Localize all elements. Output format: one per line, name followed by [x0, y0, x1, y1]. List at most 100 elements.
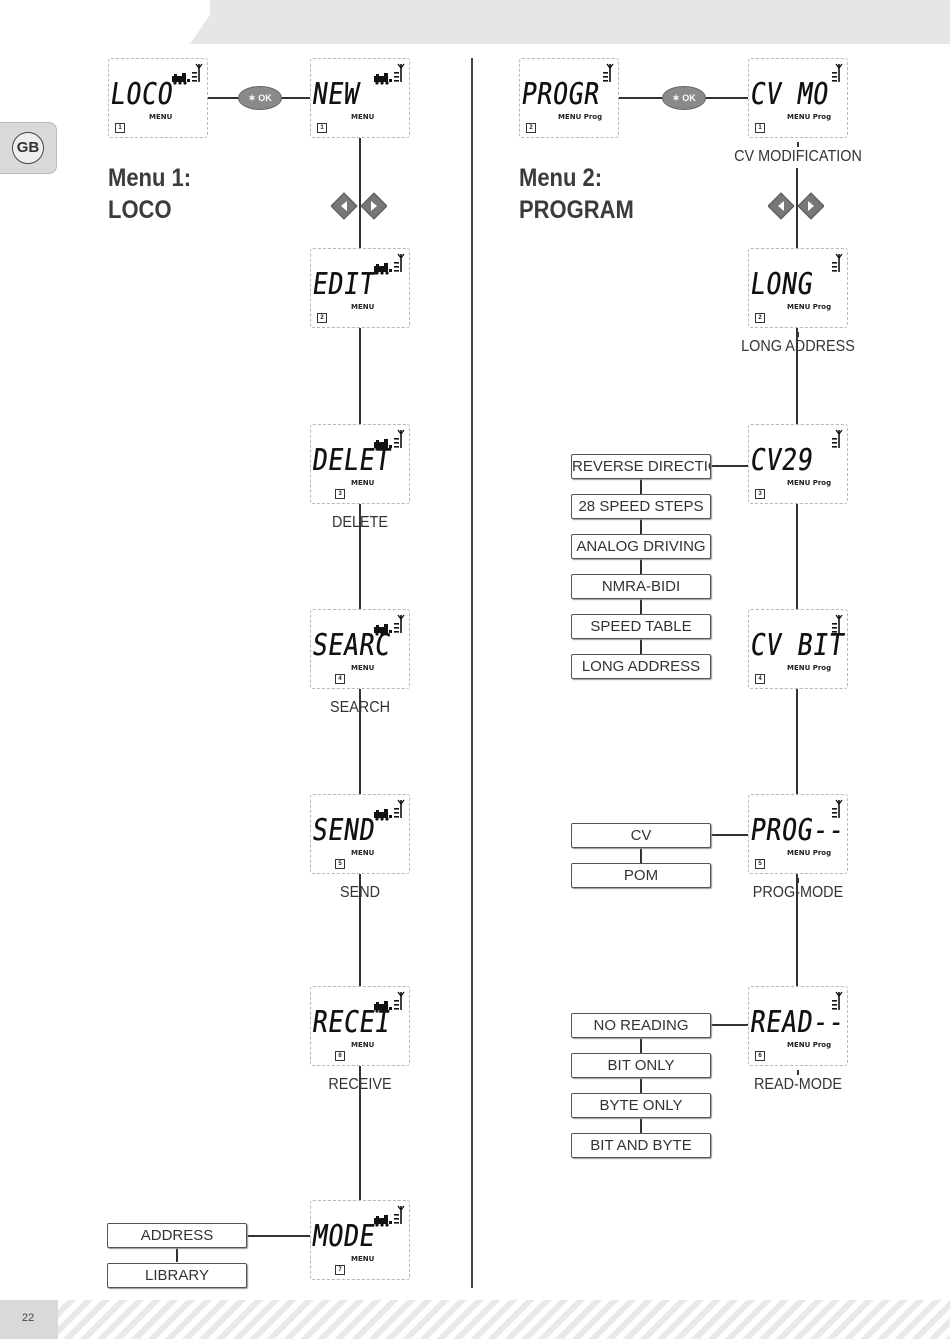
read-mode-option: BYTE ONLY [571, 1093, 711, 1118]
caption-tick [359, 693, 361, 698]
cv29-option: NMRA-BIDI [571, 574, 711, 599]
lcd-menu-label: MENU [351, 664, 375, 672]
locomotive-icon [172, 73, 190, 85]
signal-antenna-icon [394, 799, 405, 818]
menu1-title: Menu 1: LOCO [108, 162, 191, 226]
read-mode-option: BIT AND BYTE [571, 1133, 711, 1158]
prog-mode-option: CV [571, 823, 711, 848]
locomotive-icon [374, 1215, 392, 1227]
signal-antenna-icon [832, 614, 843, 633]
screen-caption: SEARCH [329, 699, 391, 716]
lcd-menu-number: 1 [317, 123, 327, 133]
signal-antenna-icon [832, 63, 843, 82]
ok-button-menu2[interactable]: ✶ OK [662, 86, 706, 110]
connector-prog-options [710, 834, 748, 836]
left-right-arrows-icon [331, 192, 387, 220]
footer-stripes [0, 1300, 950, 1339]
signal-antenna-icon [832, 991, 843, 1010]
lcd-menu-label: MENU Prog [787, 113, 832, 121]
signal-antenna-icon [394, 253, 405, 272]
lcd-menu-label: MENU [351, 303, 375, 311]
locomotive-icon [374, 1001, 392, 1013]
lcd-menu-label: MENU [351, 849, 375, 857]
menu1-title-line1: Menu 1: [108, 164, 192, 192]
signal-antenna-icon [603, 63, 614, 82]
cv29-option: 28 SPEED STEPS [571, 494, 711, 519]
column-divider [471, 58, 473, 1288]
lcd-menu-label: MENU Prog [558, 113, 603, 121]
caption-tick [359, 1070, 361, 1075]
caption-tick [797, 332, 799, 337]
lcd-menu-label: MENU Prog [787, 303, 832, 311]
menu1-title-line2: LOCO [108, 196, 172, 224]
connector-read-options [710, 1024, 748, 1026]
read-mode-option: NO READING [571, 1013, 711, 1038]
lcd-display-text: CV BIT [748, 628, 847, 663]
lcd-menu-number: 3 [755, 489, 765, 499]
lcd-menu-label: MENU Prog [787, 479, 832, 487]
caption-tick [797, 1070, 799, 1075]
signal-antenna-icon [192, 63, 203, 82]
locomotive-icon [374, 439, 392, 451]
screen-caption: CV MODIFICATION [734, 148, 862, 165]
signal-antenna-icon [394, 991, 405, 1010]
prog-mode-option: POM [571, 863, 711, 888]
cv29-option: SPEED TABLE [571, 614, 711, 639]
lcd-menu-label: MENU [351, 1041, 375, 1049]
lcd-display-text: PROG-- [748, 813, 847, 848]
page-number: 22 [22, 1312, 35, 1324]
caption-tick [359, 508, 361, 513]
connector-address-library [176, 1248, 178, 1262]
lcd-menu-number: 7 [335, 1265, 345, 1275]
lcd-display-text: PROGR [519, 77, 603, 112]
lcd-menu-number: 2 [317, 313, 327, 323]
option-library: LIBRARY [107, 1263, 247, 1288]
connector-cv29-options [710, 465, 748, 467]
lcd-display-text: CV MO [748, 77, 832, 112]
lcd-display-text: LONG [748, 267, 816, 302]
cv29-option: LONG ADDRESS [571, 654, 711, 679]
lcd-menu-number: 5 [335, 859, 345, 869]
signal-antenna-icon [832, 799, 843, 818]
lcd-menu-number: 3 [335, 489, 345, 499]
cv29-option: REVERSE DIRECTION [571, 454, 711, 479]
signal-antenna-icon [394, 429, 405, 448]
locomotive-icon [374, 624, 392, 636]
cv29-option: ANALOG DRIVING [571, 534, 711, 559]
option-address: ADDRESS [107, 1223, 247, 1248]
lcd-display-text: NEW [310, 77, 362, 112]
menu2-title-line2: PROGRAM [519, 196, 634, 224]
lcd-display-text: DELET [310, 443, 394, 478]
lcd-display-text: CV29 [748, 443, 816, 478]
menu2-title-line1: Menu 2: [519, 164, 603, 192]
ok-button-menu1[interactable]: ✶ OK [238, 86, 282, 110]
lcd-menu-number: 6 [335, 1051, 345, 1061]
locomotive-icon [374, 73, 392, 85]
lcd-menu-number: 4 [335, 674, 345, 684]
top-bar-cutout [0, 0, 210, 44]
cv29-options-spine [640, 476, 642, 666]
caption-tick [797, 878, 799, 883]
lcd-menu-label: MENU [351, 113, 375, 121]
menu2-title: Menu 2: PROGRAM [519, 162, 634, 226]
lcd-menu-number: 5 [755, 859, 765, 869]
signal-antenna-icon [394, 63, 405, 82]
screen-caption: DELETE [331, 514, 389, 531]
caption-tick [797, 142, 799, 147]
screen-caption: SEND [339, 884, 380, 901]
lcd-menu-label: MENU [351, 479, 375, 487]
prog-options-spine [640, 846, 642, 866]
language-tab: GB [0, 122, 57, 174]
signal-antenna-icon [394, 614, 405, 633]
lcd-menu-label: MENU [149, 113, 173, 121]
lcd-display-text: LOCO [108, 77, 176, 112]
